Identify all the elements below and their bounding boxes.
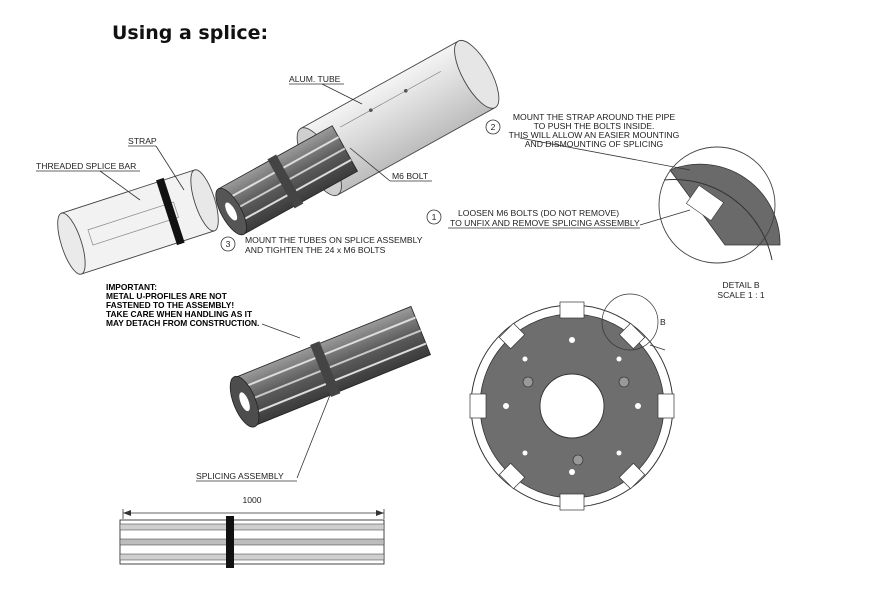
step-3-line-1: MOUNT THE TUBES ON SPLICE ASSEMBLY (245, 235, 423, 245)
step-2-line-2: TO PUSH THE BOLTS INSIDE. (534, 121, 655, 131)
step-2-line-1: MOUNT THE STRAP AROUND THE PIPE (513, 112, 675, 122)
label-strap: STRAP (128, 136, 157, 146)
step-3-number: 3 (226, 239, 231, 249)
strap-band (156, 177, 185, 246)
detail-b-marker: B (660, 317, 666, 327)
splicing-assembly (229, 305, 431, 428)
side-elevation (119, 509, 385, 568)
step-1-number: 1 (432, 212, 437, 222)
step-2-number: 2 (491, 122, 496, 132)
step-2: 2 MOUNT THE STRAP AROUND THE PIPE TO PUS… (485, 112, 680, 149)
leader-lines (99, 83, 691, 479)
important-line-2: METAL U-PROFILES ARE NOT (106, 291, 228, 301)
step-2-line-3: THIS WILL ALLOW AN EASIER MOUNTING (509, 130, 680, 140)
important-line-1: IMPORTANT: (106, 282, 157, 292)
page-title: Using a splice: (112, 22, 269, 44)
splice-core-upper (215, 125, 358, 236)
dimension-label: 1000 (242, 495, 261, 505)
important-line-4: TAKE CARE WHEN HANDLING AS IT (106, 309, 253, 319)
label-threaded-splice-bar: THREADED SPLICE BAR (36, 161, 136, 171)
step-1: 1 LOOSEN M6 BOLTS (DO NOT REMOVE) TO UNF… (426, 208, 640, 229)
detail-b-view (658, 146, 781, 264)
step-1-line-1: LOOSEN M6 BOLTS (DO NOT REMOVE) (458, 208, 619, 218)
label-splicing-assembly: SPLICING ASSEMBLY (196, 471, 284, 481)
section-view (469, 293, 675, 511)
step-3-line-2: AND TIGHTEN THE 24 x M6 BOLTS (245, 245, 386, 255)
detail-b-scale: SCALE 1 : 1 (717, 290, 765, 300)
detail-b-title: DETAIL B (722, 280, 760, 290)
step-1-line-2: TO UNFIX AND REMOVE SPLICING ASSEMBLY (450, 218, 640, 228)
label-m6-bolt: M6 BOLT (392, 171, 429, 181)
important-line-3: FASTENED TO THE ASSEMBLY! (106, 300, 234, 310)
step-2-line-4: AND DISMOUNTING OF SPLICING (525, 139, 664, 149)
left-tube (57, 169, 219, 275)
important-note: IMPORTANT: METAL U-PROFILES ARE NOT FAST… (106, 282, 259, 328)
label-alum-tube: ALUM. TUBE (289, 74, 341, 84)
important-line-5: MAY DETACH FROM CONSTRUCTION. (106, 318, 259, 328)
step-3: 3 MOUNT THE TUBES ON SPLICE ASSEMBLY AND… (220, 235, 423, 255)
